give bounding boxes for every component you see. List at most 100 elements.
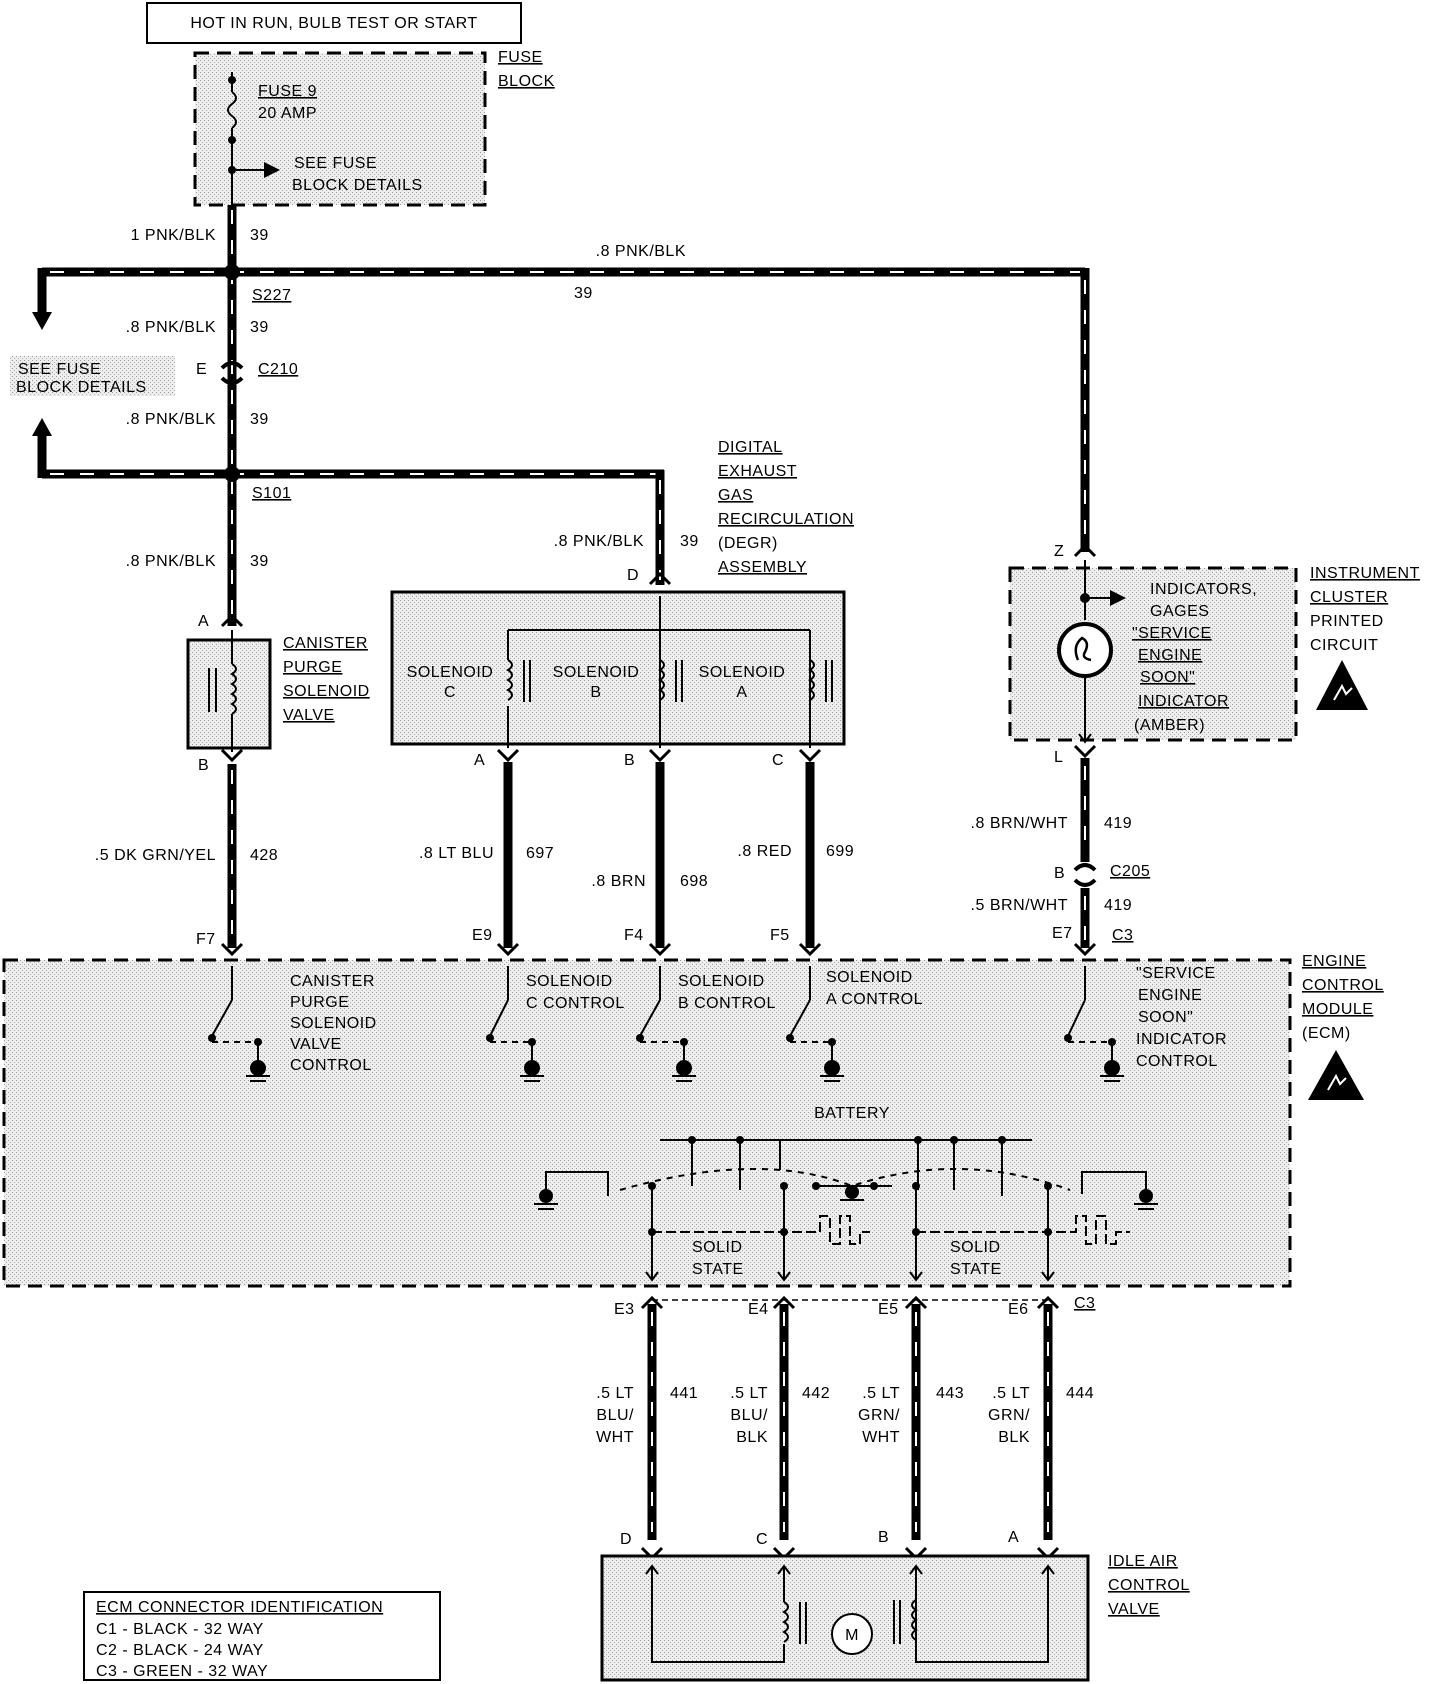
wire-iac-b-gauge-1: .5 LT [862, 1385, 900, 1402]
ecm-label-2: CONTROL [1302, 977, 1384, 994]
coil-icon [230, 663, 237, 715]
wire-iac-d-gauge-1: .5 LT [596, 1385, 634, 1402]
ecm-switch-canister [208, 966, 270, 1082]
ecm-pin-e3: E3 [614, 1301, 635, 1318]
degr-pin-c: C [772, 752, 784, 769]
wire-sol-b-gauge: .8 BRN [591, 873, 646, 890]
legend-row-c2: C2 - BLACK - 24 WAY [96, 1642, 264, 1659]
ecm-c3-upper: C3 [1112, 927, 1133, 944]
cluster-indicator-2: GAGES [1150, 603, 1209, 620]
ecm-connector-legend [83, 1591, 441, 1681]
connector-c210-pin: E [196, 361, 207, 378]
ecm-module [2, 958, 1292, 1288]
wire-ses-lower-circuit: 419 [1104, 897, 1132, 914]
wire-iac-d-gauge-2: BLU/ [596, 1407, 634, 1424]
degr-label-3: GAS [718, 487, 753, 504]
legend-title: ECM CONNECTOR IDENTIFICATION [96, 1599, 383, 1616]
splice-s227-label: S227 [252, 287, 291, 304]
ground-icon [539, 1189, 553, 1203]
canister-label-4: VALVE [283, 707, 335, 724]
ecm-control-sol-c-2: C CONTROL [526, 995, 625, 1012]
ecm-iac-driver [534, 1136, 1158, 1282]
degr-solenoid-a-2: A [736, 684, 747, 701]
degr-assembly [390, 590, 846, 746]
wire-c210-upper-gauge: .8 PNK/BLK [126, 319, 216, 336]
fuse-block-label-2: BLOCK [498, 73, 555, 90]
ground-icon [1104, 1060, 1120, 1076]
ground-icon [1139, 1189, 1153, 1203]
ecm-solid-state-1b: STATE [692, 1261, 744, 1278]
ecm-control-sol-c-1: SOLENOID [526, 973, 613, 990]
iac-internal-wiring [645, 1564, 1055, 1663]
motor-icon [831, 1613, 873, 1655]
ecm-battery-label: BATTERY [814, 1105, 890, 1122]
iac-pin-d: D [620, 1531, 632, 1548]
wire-degr-feed-circuit: 39 [680, 533, 699, 550]
ground-icon [676, 1060, 692, 1076]
wire-iac-c-gauge-3: BLK [736, 1429, 768, 1446]
degr-solenoid-b-2: B [590, 684, 601, 701]
wire-c210-lower-gauge: .8 PNK/BLK [126, 411, 216, 428]
wire-sol-c-gauge: .8 LT BLU [419, 845, 494, 862]
ecm-control-canister-4: VALVE [290, 1036, 342, 1053]
wire-sol-b-circuit: 698 [680, 873, 708, 890]
canister-label-2: PURGE [283, 659, 342, 676]
degr-solenoid-c-2: C [444, 684, 456, 701]
degr-solenoid-a-1: SOLENOID [699, 664, 786, 681]
ground-icon [824, 1060, 840, 1076]
canister-pin-a: A [198, 613, 209, 630]
ecm-control-ses-5: CONTROL [1136, 1053, 1218, 1070]
wire-iac-b-circuit: 443 [936, 1385, 964, 1402]
cluster-indicator-3: "SERVICE [1132, 625, 1212, 642]
cluster-indicator-1: INDICATORS, [1150, 581, 1257, 598]
iac-label-1: IDLE AIR [1108, 1553, 1178, 1570]
connector-c205-label: C205 [1110, 863, 1150, 880]
canister-label-1: CANISTER [283, 635, 368, 652]
degr-label-6: ASSEMBLY [718, 559, 807, 576]
ecm-pin-e5: E5 [878, 1301, 899, 1318]
ecm-control-ses-3: SOON" [1138, 1009, 1193, 1026]
splice-s227-dot [224, 264, 240, 280]
canister-pin-b: B [198, 757, 209, 774]
ecm-label-4: (ECM) [1302, 1025, 1351, 1042]
cluster-label-3: PRINTED [1310, 613, 1384, 630]
fuse-icon [227, 91, 237, 129]
wire-canister-feed-gauge: .8 PNK/BLK [126, 553, 216, 570]
fuse-details-2: BLOCK DETAILS [292, 177, 423, 194]
ecm-control-sol-b-1: SOLENOID [678, 973, 765, 990]
coil-icon [782, 1601, 789, 1643]
fuse-block [193, 51, 487, 207]
wire-ses-upper-circuit: 419 [1104, 815, 1132, 832]
ecm-pin-f7: F7 [196, 931, 216, 948]
wire-iac-a-gauge-1: .5 LT [992, 1385, 1030, 1402]
wire-iac-c-gauge-1: .5 LT [730, 1385, 768, 1402]
ecm-control-ses-2: ENGINE [1138, 987, 1202, 1004]
see-fuse-left-1: SEE FUSE [18, 361, 101, 378]
wire-ses-upper-gauge: .8 BRN/WHT [971, 815, 1068, 832]
ecm-control-sol-a-1: SOLENOID [826, 969, 913, 986]
wire-canister-ctrl-gauge: .5 DK GRN/YEL [95, 847, 216, 864]
iac-label-3: VALVE [1108, 1601, 1160, 1618]
coil-icon [911, 1599, 918, 1641]
ecm-pin-e9: E9 [472, 927, 493, 944]
degr-solenoid-c-1: SOLENOID [407, 664, 494, 681]
fuse-details-1: SEE FUSE [294, 155, 377, 172]
cluster-label-1: INSTRUMENT [1310, 565, 1420, 582]
fuse-name: FUSE 9 [258, 83, 317, 100]
ecm-switch-sol-a [786, 966, 844, 1082]
degr-label-2: EXHAUST [718, 463, 797, 480]
coil-icon [658, 659, 665, 701]
ecm-switch-sol-c [486, 966, 544, 1082]
ecm-pin-f5: F5 [770, 927, 790, 944]
splice-s101-dot [224, 466, 240, 482]
fuse-rating: 20 AMP [258, 105, 317, 122]
ecm-control-canister-1: CANISTER [290, 973, 375, 990]
degr-pin-b: B [624, 752, 635, 769]
ecm-pin-e4: E4 [748, 1301, 769, 1318]
wire-c210-upper-circuit: 39 [250, 319, 269, 336]
cluster-indicator-5: SOON" [1140, 669, 1195, 686]
wire-top-gauge: .8 PNK/BLK [596, 243, 686, 260]
wire-main-gauge: 1 PNK/BLK [131, 227, 216, 244]
wire-sol-a-circuit: 699 [826, 843, 854, 860]
connector-c210-label: C210 [258, 361, 298, 378]
